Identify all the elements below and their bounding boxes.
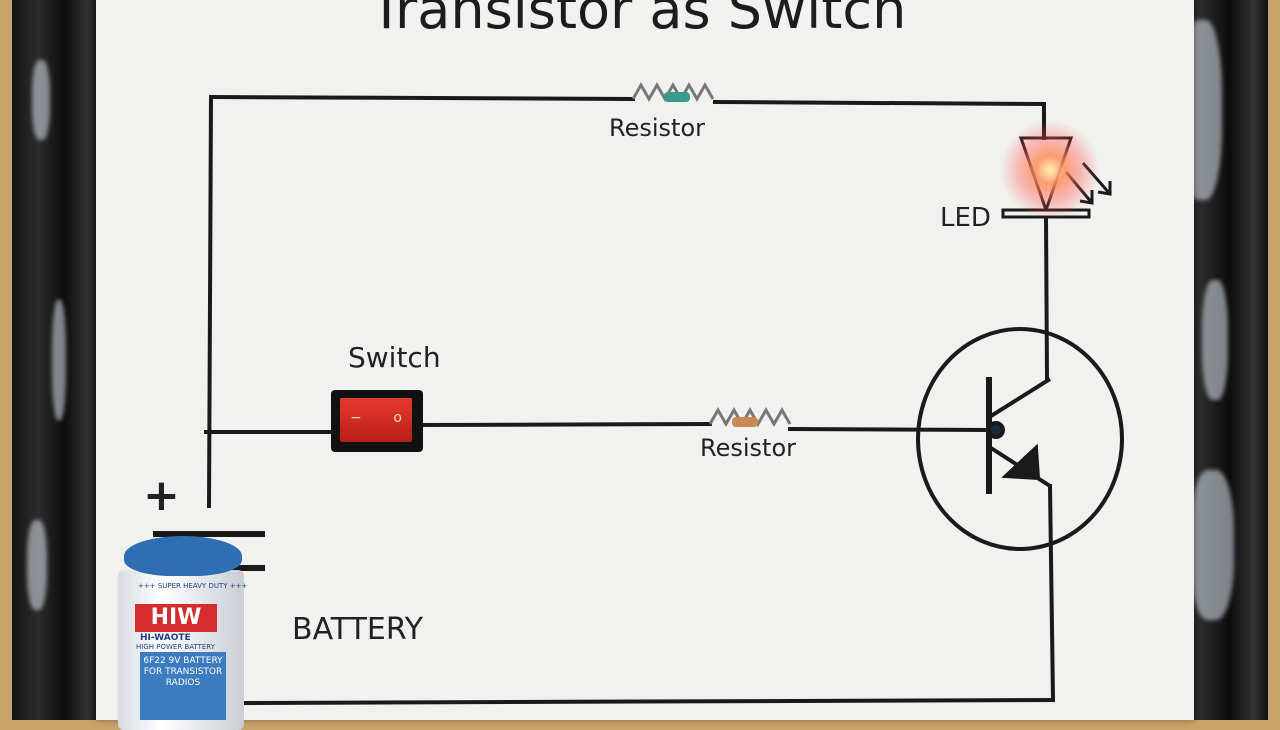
battery-snap-cap (124, 536, 242, 576)
led-label: LED (940, 203, 991, 233)
light-arrow-head (1097, 181, 1112, 196)
glint (1202, 280, 1228, 400)
wire-emitter-down (1047, 483, 1056, 703)
wire-top-right (712, 99, 1047, 107)
transistor-symbol (916, 327, 1124, 551)
switch-on-mark: o (393, 410, 402, 426)
resistor-top-label: Resistor (609, 114, 705, 142)
led-light (1000, 120, 1100, 220)
battery-label: BATTERY (292, 612, 424, 647)
glint (32, 60, 50, 140)
resistor-middle (708, 406, 792, 428)
wire-left-vertical (206, 94, 214, 509)
transistor-component (987, 421, 1005, 439)
battery-sub-brand: HI-WAOTE (140, 633, 191, 643)
glint (27, 520, 47, 610)
resistor-middle-label: Resistor (700, 434, 796, 462)
paper-sheet (96, 0, 1194, 720)
battery-tagline: HIGH POWER BATTERY (136, 643, 215, 651)
wire-led-to-collector (1043, 215, 1050, 381)
transistor-collector (989, 377, 1052, 418)
resistor-top (631, 81, 715, 103)
switch-off-mark: − (350, 410, 362, 426)
switch-label: Switch (348, 341, 441, 374)
wire-resistor-to-base (787, 426, 993, 433)
wire-bottom (237, 697, 1056, 706)
glint (1190, 470, 1234, 620)
positive-terminal-label: + (143, 470, 180, 521)
wire-top-left (208, 94, 636, 102)
diagram-title: Transistor as Switch (370, 0, 907, 41)
resistor-body (664, 92, 690, 102)
rocker-switch-button[interactable] (340, 398, 412, 442)
battery-top-text: +++ SUPER HEAVY DUTY +++ (138, 582, 248, 590)
wire-middle-to-resistor (418, 421, 713, 428)
black-plastic-backdrop-left (12, 0, 100, 720)
glint (52, 300, 66, 420)
resistor-body (732, 417, 758, 427)
battery-brand: HIW (135, 604, 217, 632)
emitter-arrow (1001, 443, 1041, 481)
battery-spec: 6F22 9V BATTERY FOR TRANSISTOR RADIOS (140, 652, 226, 720)
transistor-circle (916, 327, 1124, 551)
switch-markings: − o (350, 410, 402, 426)
